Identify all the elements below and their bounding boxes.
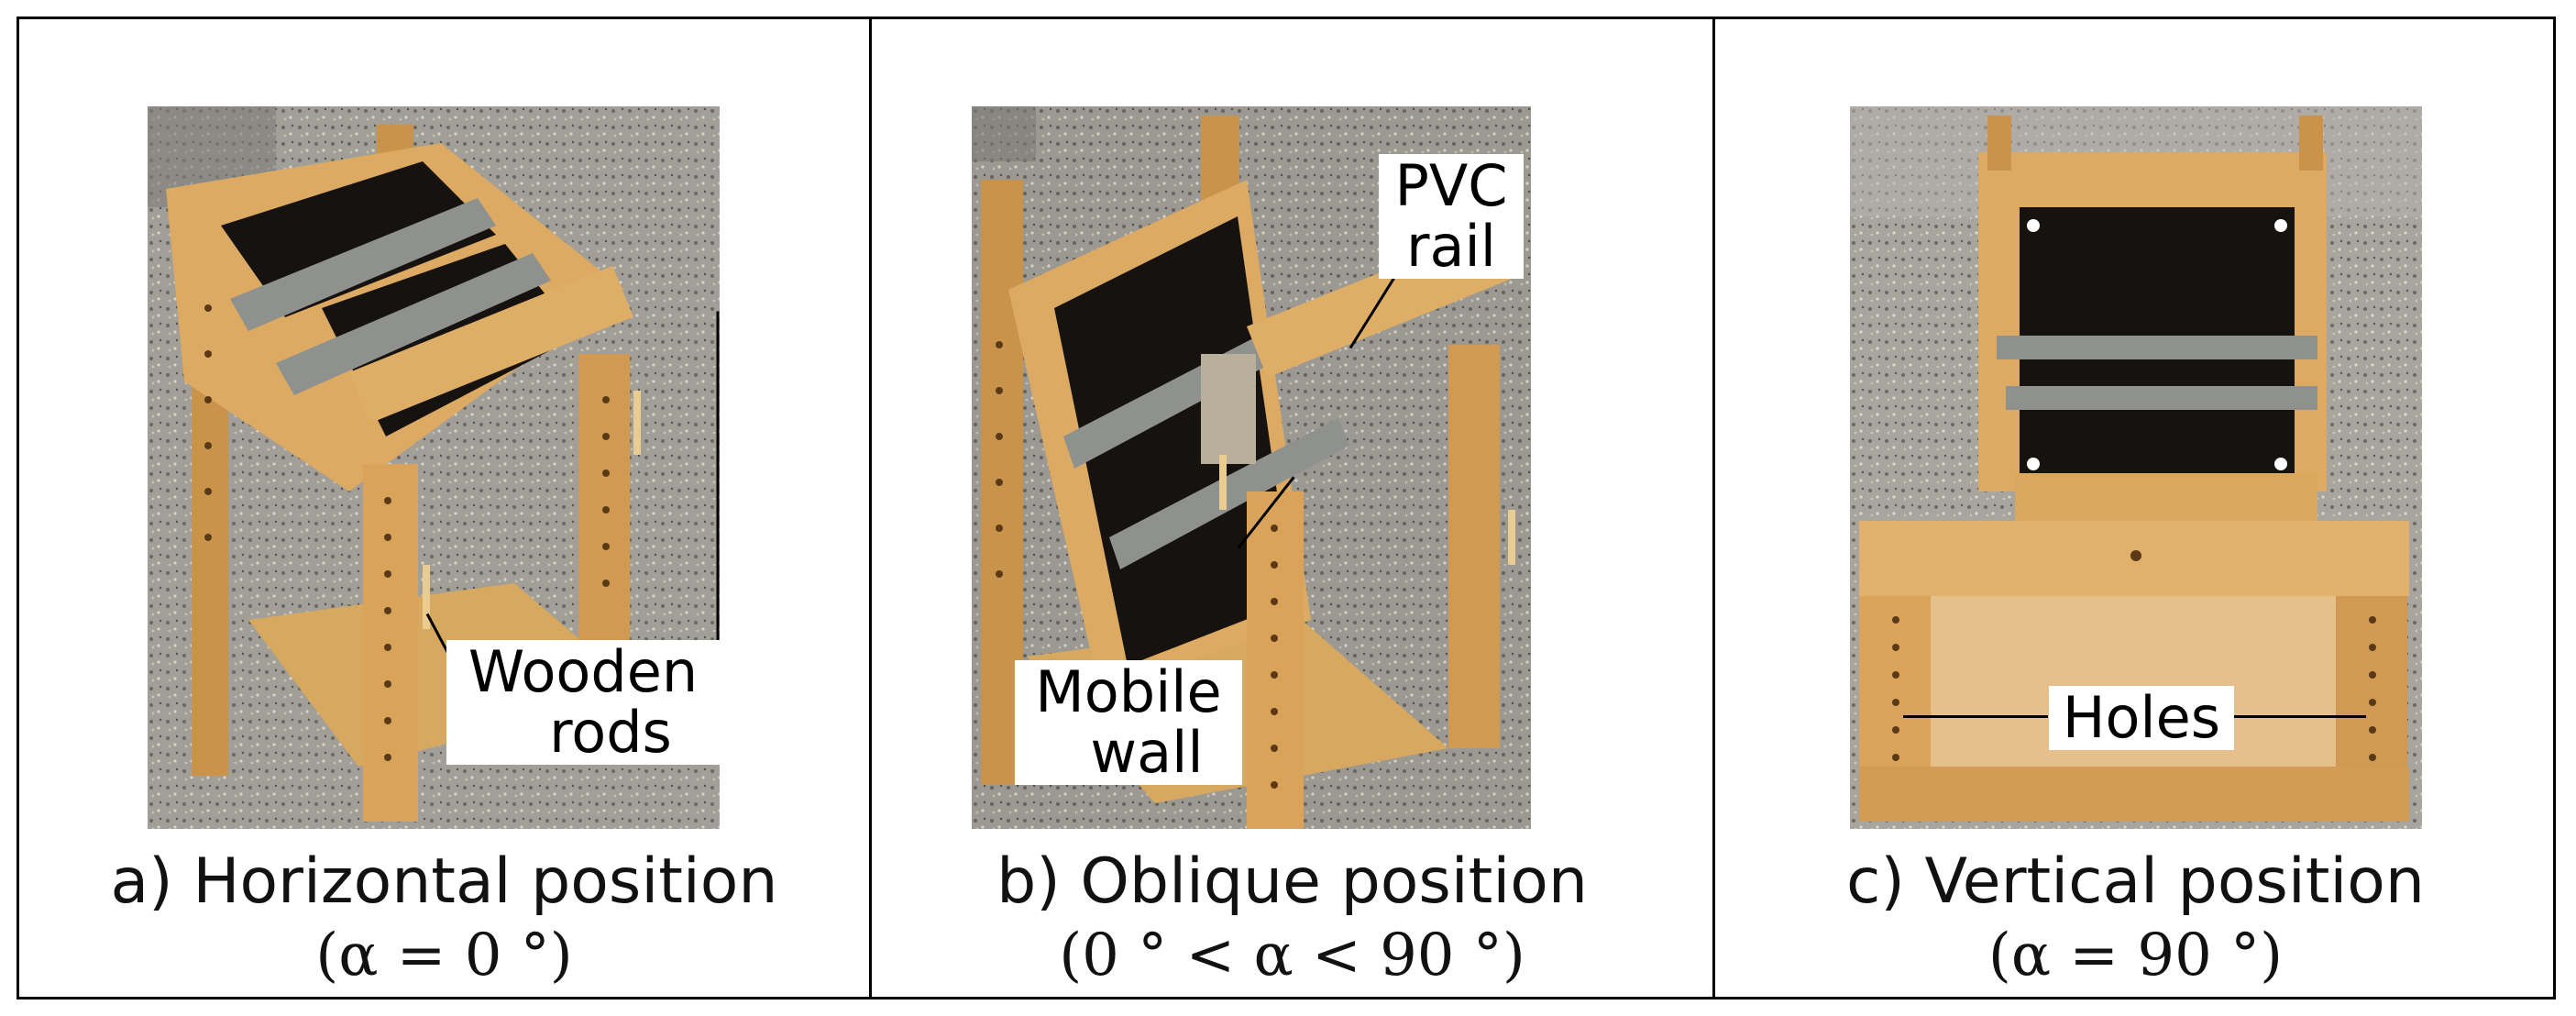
photo-horizontal-position [148, 106, 720, 829]
caption-angle: (α = 0 °) [315, 922, 573, 989]
label-leader-line [1903, 715, 2048, 718]
caption-title: a) Horizontal position [110, 845, 778, 918]
label-holes: Holes [2049, 686, 2234, 750]
label-pvc-rail: PVC rail [1379, 154, 1524, 279]
caption-title: c) Vertical position [1845, 845, 2426, 918]
photo-vertical-position [1850, 106, 2422, 829]
label-wooden-rods: Wooden rods [446, 640, 720, 765]
label-leader-line [716, 311, 720, 642]
panel-divider [869, 17, 872, 999]
panel-divider [1712, 17, 1715, 999]
caption-angle: (0 ° < α < 90 °) [1059, 922, 1525, 989]
panel-oblique: PVC rail Mobile wall b) Oblique position… [872, 17, 1712, 999]
caption-title: b) Oblique position [996, 845, 1588, 918]
label-leader-line [2230, 715, 2366, 718]
caption-angle: (α = 90 °) [1987, 922, 2284, 989]
panel-horizontal: Wooden rods a) Horizontal position (α = … [19, 17, 869, 999]
panel-vertical: Holes c) Vertical position (α = 90 °) [1715, 17, 2556, 999]
label-mobile-wall: Mobile wall [1015, 660, 1242, 785]
